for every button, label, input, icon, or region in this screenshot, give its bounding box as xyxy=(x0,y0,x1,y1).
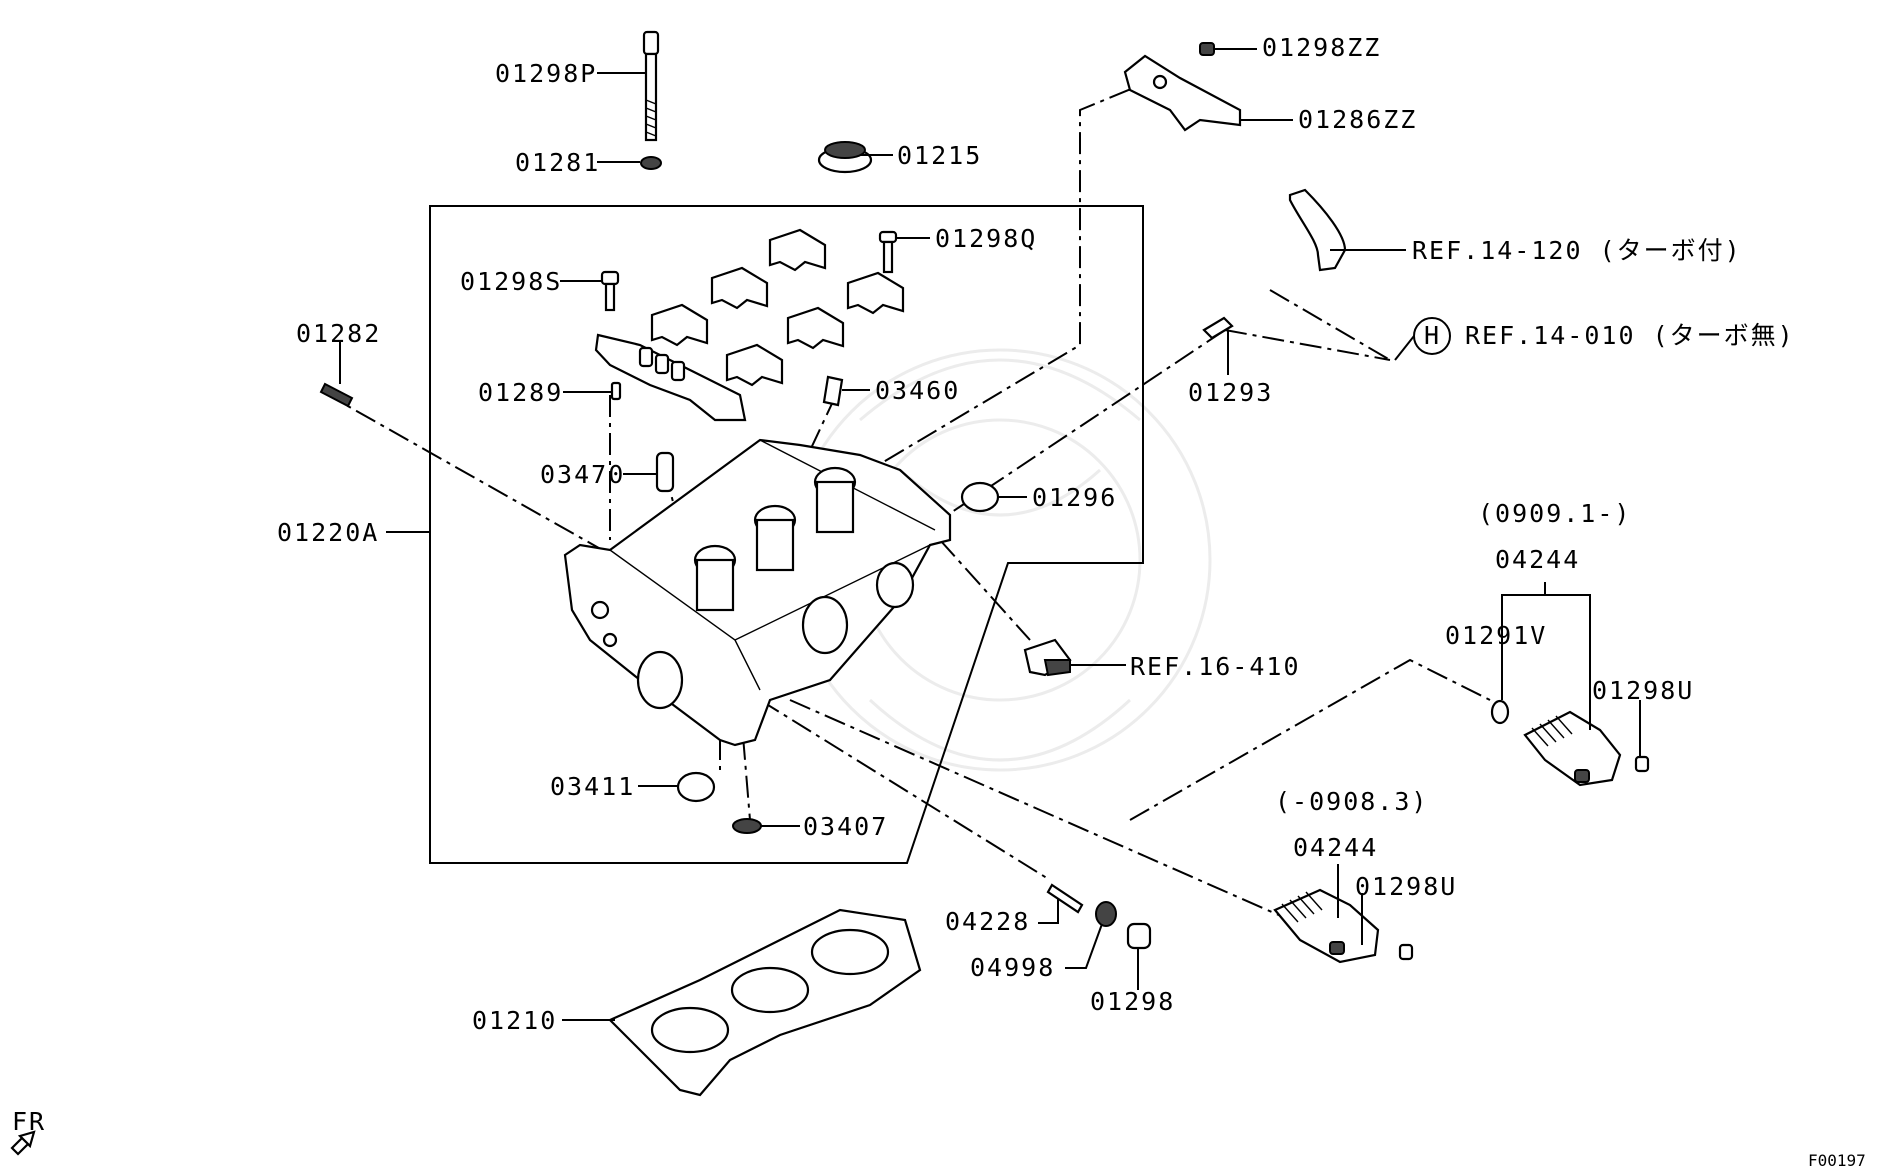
bolt-01298p-icon xyxy=(642,30,660,142)
label-01298zz: 01298ZZ xyxy=(1262,33,1381,62)
ref-h-marker: H xyxy=(1424,321,1441,350)
oil-control-valve-upper-icon xyxy=(1490,699,1650,787)
label-01298u-lower: 01298U xyxy=(1355,872,1457,901)
bracket-01286zz-icon xyxy=(1123,42,1242,132)
label-ref14-120: REF.14-120 (ターボ付) xyxy=(1412,236,1742,265)
label-03460: 03460 xyxy=(875,376,960,405)
label-01298q: 01298Q xyxy=(935,224,1037,253)
bolt-04228-icon xyxy=(1046,883,1084,914)
seal-03411-icon xyxy=(676,771,716,803)
head-gasket-01210-icon xyxy=(608,908,922,1097)
pin-01289-icon xyxy=(610,381,622,401)
plug-01298-icon xyxy=(1126,922,1152,950)
label-01289: 01289 xyxy=(478,378,563,407)
stud-01282-icon xyxy=(319,382,354,408)
label-01293: 01293 xyxy=(1188,378,1273,407)
label-01298s: 01298S xyxy=(460,267,562,296)
label-01282: 01282 xyxy=(296,319,381,348)
label-01298p: 01298P xyxy=(495,59,597,88)
cylinder-head-01220a-icon xyxy=(563,438,952,747)
bolt-01298q-icon xyxy=(878,230,898,274)
label-leaders xyxy=(339,48,1641,1021)
label-01220a: 01220A xyxy=(277,518,379,547)
label-ref14-010: REF.14-010 (ターボ無) xyxy=(1465,321,1795,350)
washer-01281-icon xyxy=(640,156,662,170)
figure-code: F00197 xyxy=(1808,1151,1866,1170)
watermark xyxy=(788,348,1212,772)
bolt-01298s-icon xyxy=(600,270,620,312)
pin-01293-icon xyxy=(1202,316,1234,340)
label-01298: 01298 xyxy=(1090,987,1175,1016)
label-01215: 01215 xyxy=(897,141,982,170)
label-ref16-410: REF.16-410 xyxy=(1130,652,1301,681)
assembly-frame xyxy=(429,205,1144,864)
label-fr: FR xyxy=(12,1107,46,1136)
sensor-ref16-410-icon xyxy=(1023,638,1072,677)
seal-03407-icon xyxy=(732,818,762,834)
seal-01215-icon xyxy=(817,141,873,174)
label-01281: 01281 xyxy=(515,148,600,177)
camshaft-caps-icon xyxy=(594,228,905,422)
oil-control-valve-lower-icon xyxy=(1273,888,1414,964)
label-04998: 04998 xyxy=(970,953,1055,982)
label-03407: 03407 xyxy=(803,812,888,841)
front-direction-arrow-icon xyxy=(10,1130,36,1156)
label-01298u-upper: 01298U xyxy=(1592,676,1694,705)
label-04244-upper: 04244 xyxy=(1495,545,1580,574)
label-04244-lower: 04244 xyxy=(1293,833,1378,862)
label-01296: 01296 xyxy=(1032,483,1117,512)
label-date-0909-1: (0909.1-) xyxy=(1478,499,1631,528)
label-03411: 03411 xyxy=(550,772,635,801)
label-03470: 03470 xyxy=(540,460,625,489)
guide-03470-icon xyxy=(655,451,675,493)
turbo-hose-icon xyxy=(1288,188,1347,272)
label-date-0908-3: (-0908.3) xyxy=(1275,787,1428,816)
label-01291v: 01291V xyxy=(1445,621,1547,650)
washer-04998-icon xyxy=(1095,901,1117,927)
label-04228: 04228 xyxy=(945,907,1030,936)
label-01286zz: 01286ZZ xyxy=(1298,105,1417,134)
guide-03460-icon xyxy=(822,375,844,407)
plug-01296-icon xyxy=(960,481,1000,513)
label-01210: 01210 xyxy=(472,1006,557,1035)
